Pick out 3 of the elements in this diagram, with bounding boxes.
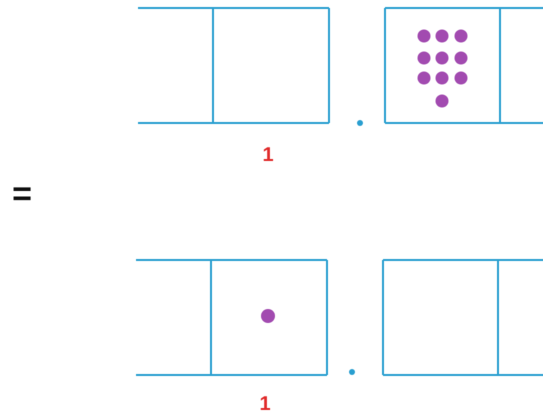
equals-sign: = (12, 177, 32, 211)
place-value-digit: 1 (259, 394, 271, 414)
place-value-digit: 1 (262, 145, 274, 165)
